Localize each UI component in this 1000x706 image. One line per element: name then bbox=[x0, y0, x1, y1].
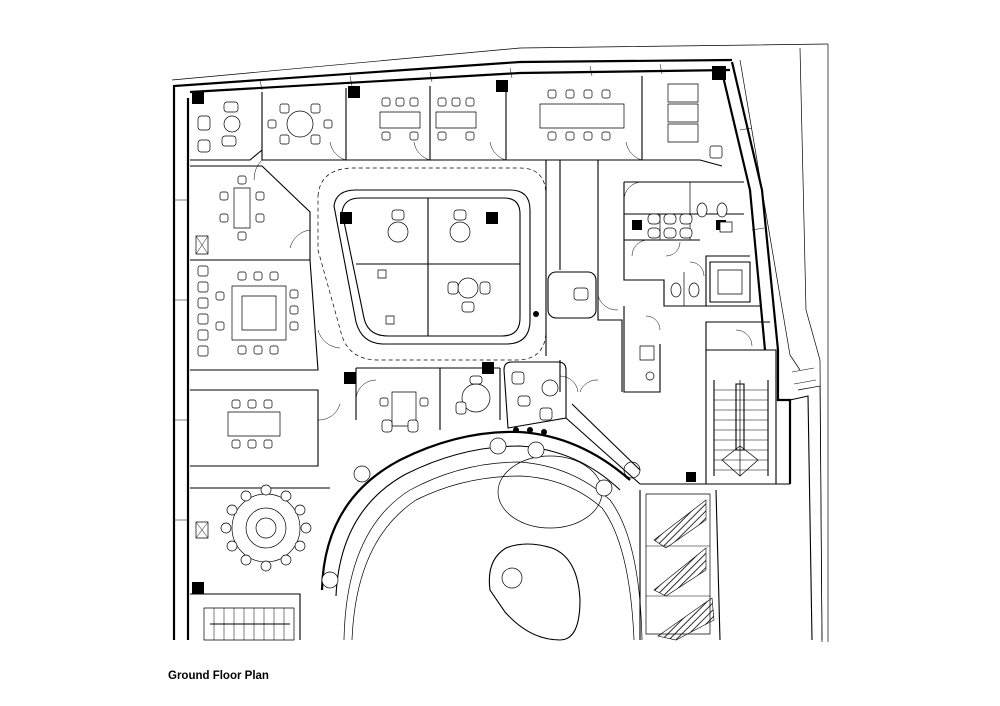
east-terrace bbox=[790, 368, 822, 640]
atrium bbox=[322, 404, 642, 640]
central-pod bbox=[318, 168, 546, 360]
left-meeting-rooms bbox=[190, 166, 340, 640]
corridor-walls bbox=[356, 160, 622, 430]
toilet-core bbox=[624, 182, 760, 392]
drawing-title: Ground Floor Plan bbox=[168, 670, 269, 682]
corner-lounge bbox=[190, 102, 262, 160]
exterior-walls bbox=[174, 60, 790, 640]
small-meeting-rooms bbox=[380, 362, 566, 432]
stair-core bbox=[686, 322, 776, 484]
hatched-ramp bbox=[640, 490, 720, 640]
window-marks bbox=[174, 64, 764, 520]
site-boundary bbox=[172, 44, 828, 642]
top-meeting-rooms bbox=[254, 76, 722, 180]
